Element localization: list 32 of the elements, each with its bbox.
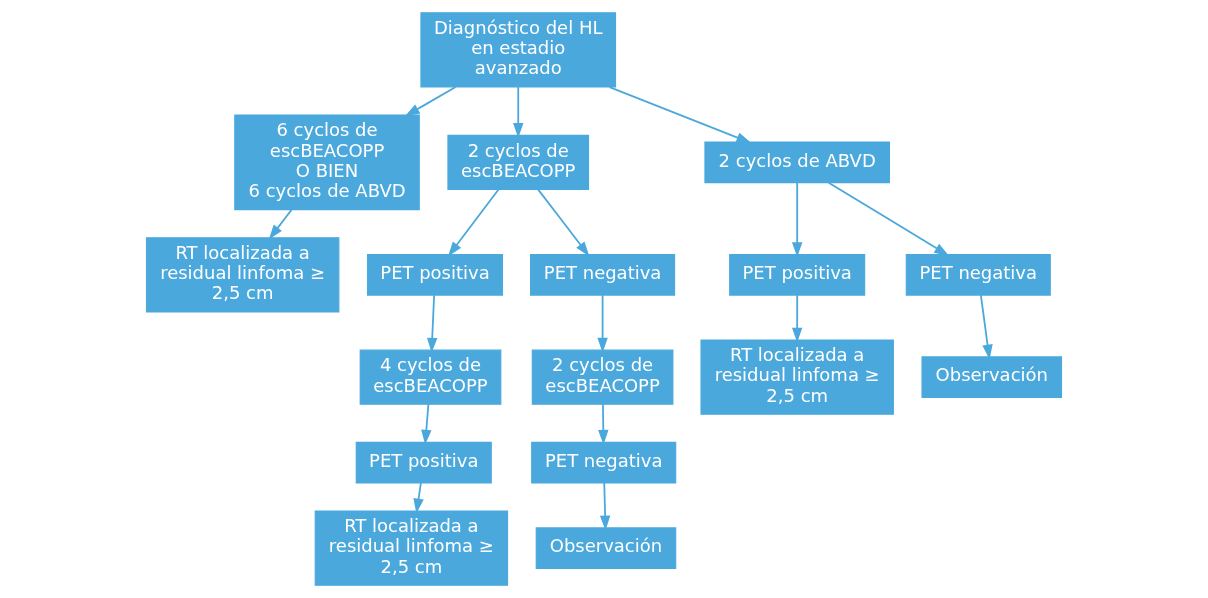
arrow: [427, 294, 438, 353]
arrow: [979, 294, 993, 360]
arrow: [598, 403, 609, 445]
arrow: [448, 188, 500, 257]
node-box: PET negativa: [531, 441, 677, 484]
arrow: [599, 482, 611, 531]
arrow: [513, 86, 524, 138]
node-box: Observación: [921, 356, 1063, 398]
arrow: [421, 403, 432, 445]
node-box: 2 cyclos de escBEACOPP: [531, 349, 674, 405]
arrow: [791, 294, 803, 343]
node-box: RT localizada a residual linfoma ≥ 2,5 cm: [314, 510, 509, 586]
node-box: 6 cyclos de escBEACOPP O BIEN 6 cyclos de ABVD: [234, 114, 420, 211]
node-box: PET positiva: [366, 254, 504, 296]
node-box: PET positiva: [729, 254, 866, 296]
node-box: 4 cyclos de escBEACOPP: [359, 349, 502, 405]
node-box: 2 cyclos de ABVD: [704, 141, 890, 184]
node-box: PET positiva: [355, 441, 492, 484]
arrow: [404, 86, 457, 117]
node-box: 2 cyclos de escBEACOPP: [447, 134, 590, 190]
arrow: [413, 482, 424, 514]
node-box: Diagnóstico del HL en estadio avanzado: [420, 12, 617, 88]
node-box: RT localizada a residual linfoma ≥ 2,5 cm: [700, 339, 894, 415]
arrow: [827, 181, 950, 256]
node-box: PET negativa: [530, 254, 676, 296]
node-box: PET negativa: [905, 254, 1051, 296]
arrow: [597, 294, 608, 353]
arrow: [268, 209, 293, 240]
node-box: Observación: [535, 527, 677, 569]
arrow: [608, 86, 752, 144]
node-box: RT localizada a residual linfoma ≥ 2,5 cm: [145, 237, 340, 313]
arrow: [537, 188, 590, 257]
